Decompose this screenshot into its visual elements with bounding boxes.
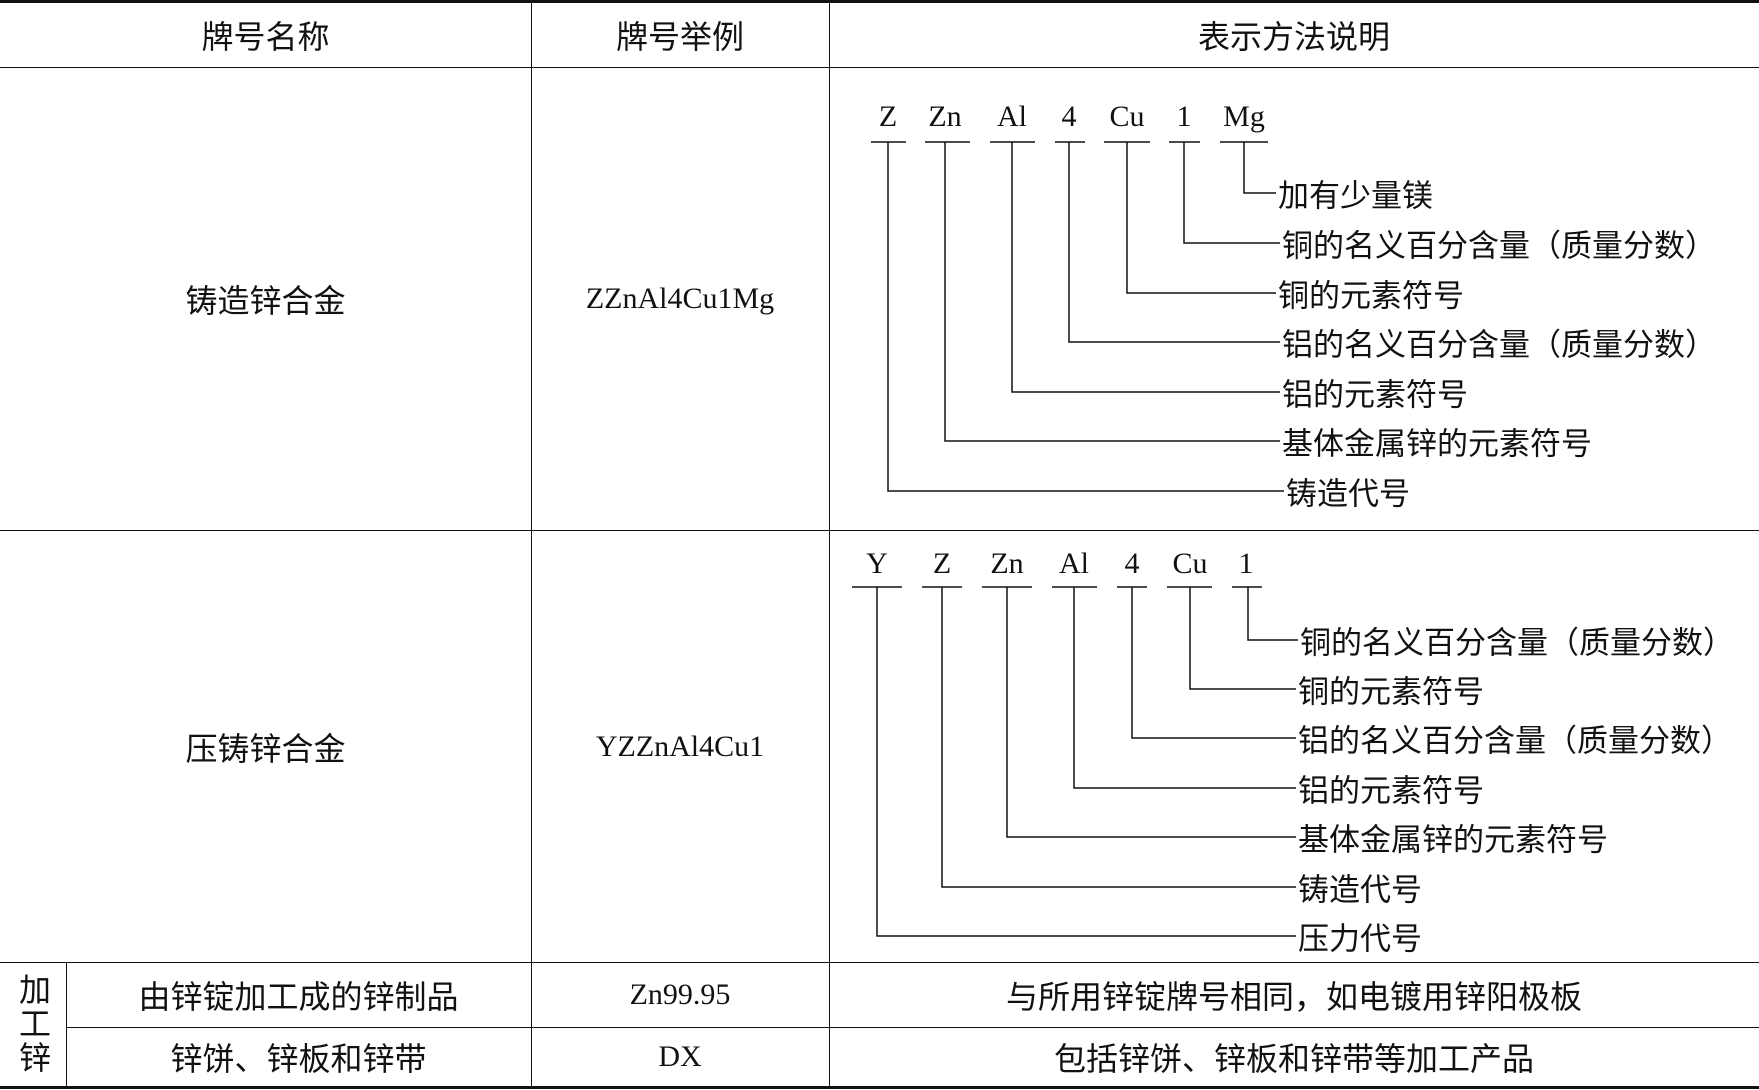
r1-sym-4: Cu xyxy=(1109,100,1145,133)
row4-name: 锌饼、锌板和锌带 xyxy=(170,1040,427,1078)
row3-example: Zn99.95 xyxy=(629,978,731,1011)
r2-sym-0: Y xyxy=(866,547,888,580)
r2-label-5: 铸造代号 xyxy=(1298,872,1422,909)
row4-example: DX xyxy=(658,1040,702,1073)
header-rule xyxy=(0,67,1759,68)
r1-label-4: 铝的元素符号 xyxy=(1282,377,1468,414)
row-rule-3 xyxy=(66,1027,1759,1028)
header-name: 牌号名称 xyxy=(201,18,330,56)
row2-example: YZZnAl4Cu1 xyxy=(595,729,765,763)
r2-label-6: 压力代号 xyxy=(1298,921,1422,958)
r2-sym-4: 4 xyxy=(1124,547,1140,580)
row-rule-2 xyxy=(0,962,1759,963)
r1-sym-2: Al xyxy=(997,100,1027,133)
row1-name: 铸造锌合金 xyxy=(185,282,346,320)
group-col-rule xyxy=(66,962,67,1089)
r2-label-2: 铝的名义百分含量（质量分数） xyxy=(1298,723,1732,760)
r1-label-6: 铸造代号 xyxy=(1286,476,1410,513)
r2-sym-1: Z xyxy=(932,547,952,580)
r1-sym-3: 4 xyxy=(1061,100,1077,133)
r2-sym-5: Cu xyxy=(1172,547,1208,580)
row2-name: 压铸锌合金 xyxy=(185,729,346,768)
table-bottom-rule xyxy=(0,1086,1759,1089)
r1-sym-0: Z xyxy=(878,100,898,133)
row1-example: ZZnAl4Cu1Mg xyxy=(585,282,775,315)
col-rule-1 xyxy=(531,0,532,1089)
r2-sym-6: 1 xyxy=(1238,547,1254,580)
group-label: 加工锌 xyxy=(0,962,66,1086)
r2-label-1: 铜的元素符号 xyxy=(1298,674,1484,711)
r1-sym-5: 1 xyxy=(1176,100,1192,133)
r1-sym-6: Mg xyxy=(1223,100,1265,133)
r1-label-5: 基体金属锌的元素符号 xyxy=(1282,426,1592,463)
r1-label-2: 铜的元素符号 xyxy=(1278,278,1464,315)
r2-sym-2: Zn xyxy=(990,547,1024,580)
col-rule-2 xyxy=(829,0,830,1089)
group-label-text: 加工锌 xyxy=(14,973,52,1075)
r1-sym-1: Zn xyxy=(928,100,962,133)
table-top-rule xyxy=(0,0,1759,3)
row3-name: 由锌锭加工成的锌制品 xyxy=(138,978,459,1016)
header-description: 表示方法说明 xyxy=(1197,18,1390,56)
r1-label-3: 铝的名义百分含量（质量分数） xyxy=(1282,327,1716,364)
row4-description: 包括锌饼、锌板和锌带等加工产品 xyxy=(1053,1040,1534,1078)
header-example: 牌号举例 xyxy=(615,18,744,56)
r2-label-0: 铜的名义百分含量（质量分数） xyxy=(1300,625,1734,662)
r1-label-0: 加有少量镁 xyxy=(1278,178,1433,215)
row3-description: 与所用锌锭牌号相同，如电镀用锌阳极板 xyxy=(1005,978,1582,1016)
r2-label-4: 基体金属锌的元素符号 xyxy=(1298,822,1608,859)
r2-sym-3: Al xyxy=(1059,547,1089,580)
r2-label-3: 铝的元素符号 xyxy=(1298,773,1484,810)
r1-label-1: 铜的名义百分含量（质量分数） xyxy=(1282,228,1716,265)
row-rule-1 xyxy=(0,530,1759,531)
